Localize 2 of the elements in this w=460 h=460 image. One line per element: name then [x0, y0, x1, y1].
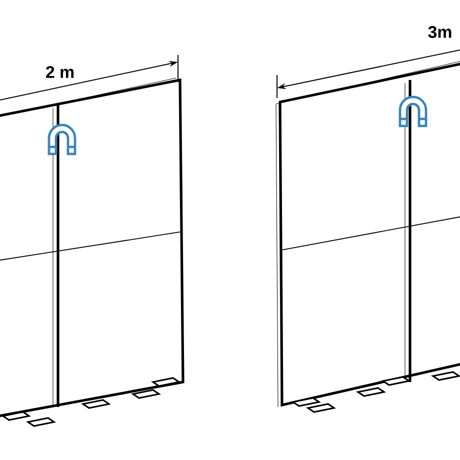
dimension-label: 2 m	[46, 66, 74, 78]
dimension-label: 3m	[428, 26, 452, 38]
